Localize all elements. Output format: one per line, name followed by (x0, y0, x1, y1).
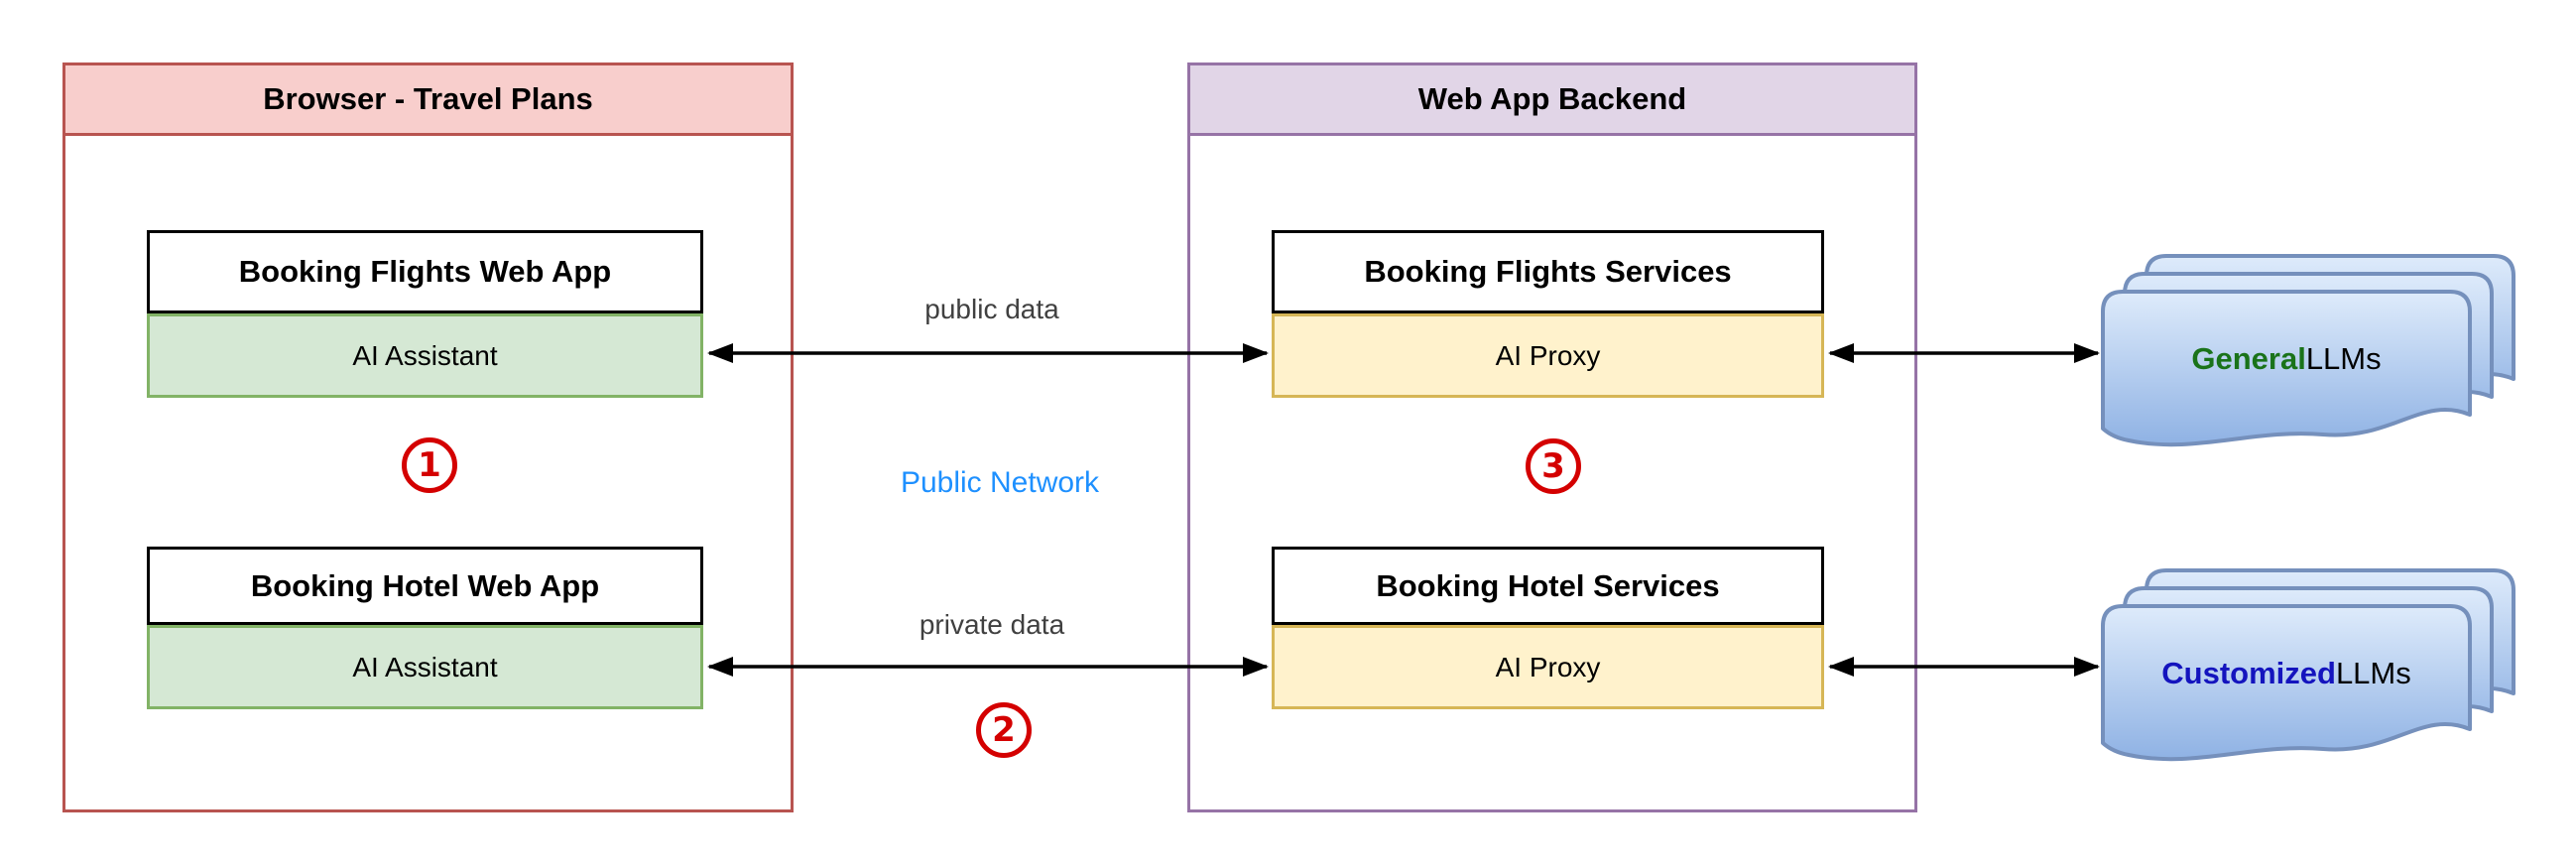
node-ai-proxy-flights: AI Proxy (1272, 313, 1824, 398)
node-ai-assistant-hotel: AI Assistant (147, 625, 703, 709)
public-data-label: public data (924, 294, 1059, 324)
browser-container-title: Browser - Travel Plans (263, 81, 593, 116)
customized-llms-label: Customized LLMs (2103, 606, 2470, 741)
browser-container-header: Browser - Travel Plans (65, 65, 791, 136)
customized-llms-stack (2101, 568, 2515, 762)
node-booking-flights-web-app: Booking Flights Web App (147, 230, 703, 313)
step-marker-1: 1 (402, 437, 457, 493)
document-sheet-front (2101, 604, 2472, 762)
node-booking-hotel-services: Booking Hotel Services (1272, 547, 1824, 625)
node-booking-flights-services: Booking Flights Services (1272, 230, 1824, 313)
customized-llms-rest: LLMs (2335, 656, 2411, 690)
backend-container-header: Web App Backend (1190, 65, 1914, 136)
node-ai-assistant-flights: AI Assistant (147, 313, 703, 398)
general-llms-label: General LLMs (2103, 292, 2470, 427)
public-network-label: Public Network (900, 466, 1100, 499)
step-marker-3: 3 (1526, 438, 1581, 494)
general-llms-stack (2101, 254, 2515, 447)
step-marker-2: 2 (976, 702, 1032, 758)
node-booking-hotel-web-app: Booking Hotel Web App (147, 547, 703, 625)
node-ai-proxy-hotel: AI Proxy (1272, 625, 1824, 709)
general-llms-rest: LLMs (2305, 341, 2382, 376)
general-llms-highlight: General (2191, 341, 2306, 376)
customized-llms-highlight: Customized (2161, 656, 2336, 690)
document-sheet-front (2101, 290, 2472, 447)
backend-container-title: Web App Backend (1417, 81, 1687, 116)
private-data-label: private data (919, 609, 1065, 640)
